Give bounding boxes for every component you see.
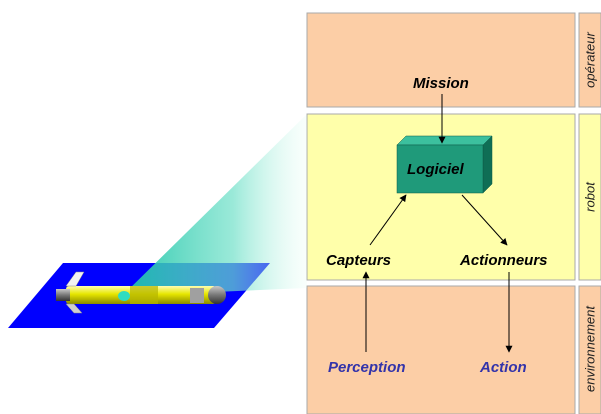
underwater-robot — [56, 271, 226, 314]
operator-lane — [306, 12, 576, 108]
robot-lane-label-box — [578, 113, 601, 281]
action-label: Action — [480, 359, 527, 376]
arrow-sensors-to-software — [369, 194, 407, 246]
mission-label: Mission — [413, 75, 469, 92]
actuators-label: Actionneurs — [460, 252, 548, 269]
environment-lane — [306, 285, 576, 414]
operator-lane-label-box — [578, 12, 601, 108]
operator-lane-label: opérateur — [582, 32, 598, 88]
environment-lane-label: environnement — [582, 306, 598, 392]
arrow-software-to-actuators — [461, 194, 508, 246]
software-box — [396, 135, 493, 194]
perception-label: Perception — [328, 359, 406, 376]
environment-lane-label-box — [578, 285, 601, 414]
robot-lane-label: robot — [582, 182, 598, 212]
zoom-beam — [122, 114, 307, 296]
software-label: Logiciel — [407, 161, 464, 178]
sensors-label: Capteurs — [326, 252, 392, 269]
